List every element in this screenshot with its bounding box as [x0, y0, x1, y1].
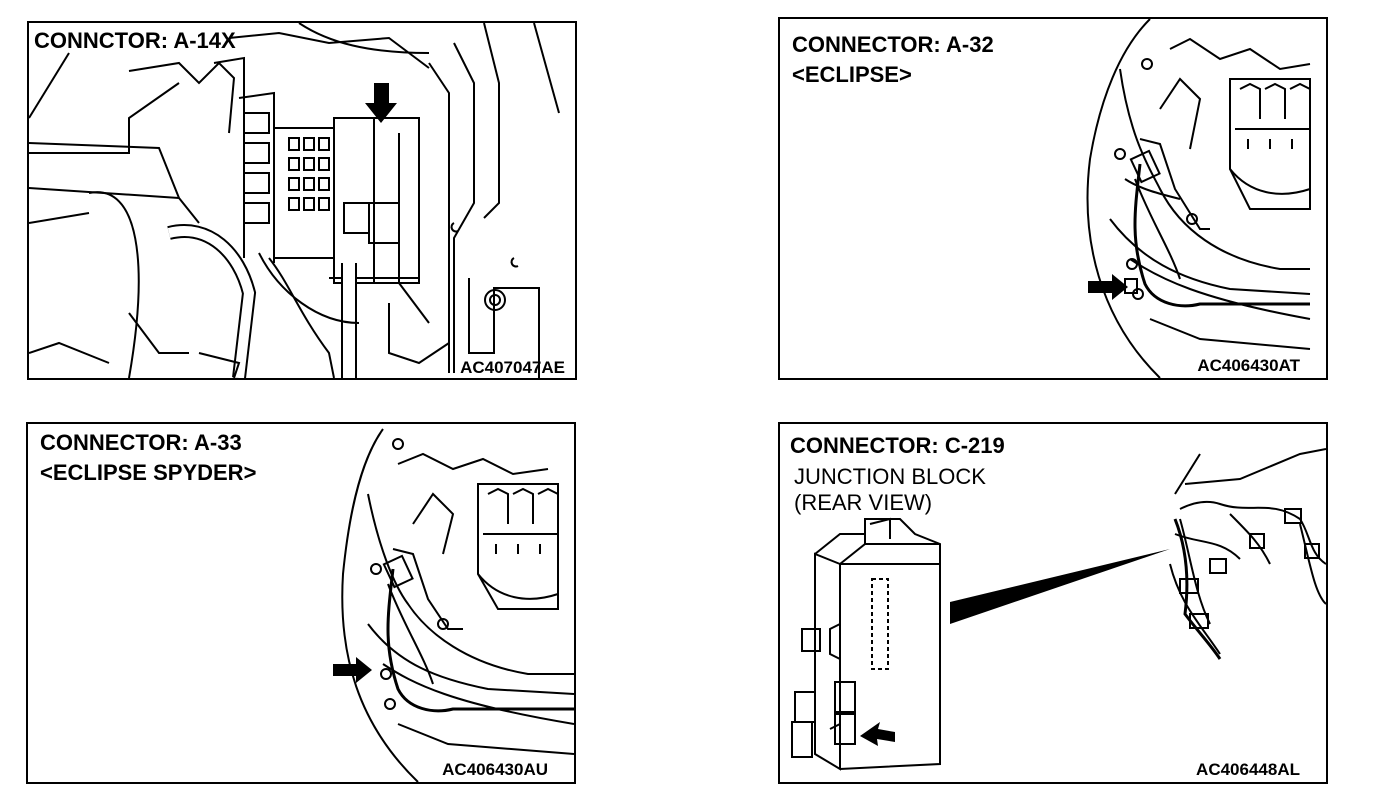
model-label: <ECLIPSE SPYDER>: [40, 460, 257, 485]
component-name: JUNCTION BLOCK: [794, 464, 986, 489]
connector-title: CONNECTOR: A-33: [40, 430, 242, 455]
view-label: (REAR VIEW): [794, 490, 933, 515]
connector-title: CONNECTOR: A-32: [792, 32, 994, 57]
engine-bay-front-illustration: [333, 428, 574, 782]
model-label: <ECLIPSE>: [792, 62, 912, 87]
figure-code: AC406430AU: [442, 760, 548, 779]
figure-code: AC406430AT: [1197, 356, 1300, 375]
diagram-panel-a33: CONNECTOR: A-33 <ECLIPSE SPYDER> AC40643…: [26, 422, 576, 784]
diagram-panel-c219: CONNECTOR: C-219 JUNCTION BLOCK (REAR VI…: [778, 422, 1328, 784]
engine-bay-fuse-box-illustration: [29, 23, 560, 378]
figure-code: AC406448AL: [1196, 760, 1300, 779]
connector-title: CONNCTOR: A-14X: [34, 28, 236, 53]
figure-code: AC407047AE: [460, 358, 565, 377]
connector-title: CONNECTOR: C-219: [790, 433, 1005, 458]
diagram-panel-a14x: CONNCTOR: A-14X AC407047AE: [27, 21, 577, 380]
engine-bay-front-illustration: [1086, 19, 1311, 378]
junction-block-illustration: [791, 448, 1326, 771]
diagram-panel-a32: CONNECTOR: A-32 <ECLIPSE> AC406430AT: [778, 17, 1328, 380]
